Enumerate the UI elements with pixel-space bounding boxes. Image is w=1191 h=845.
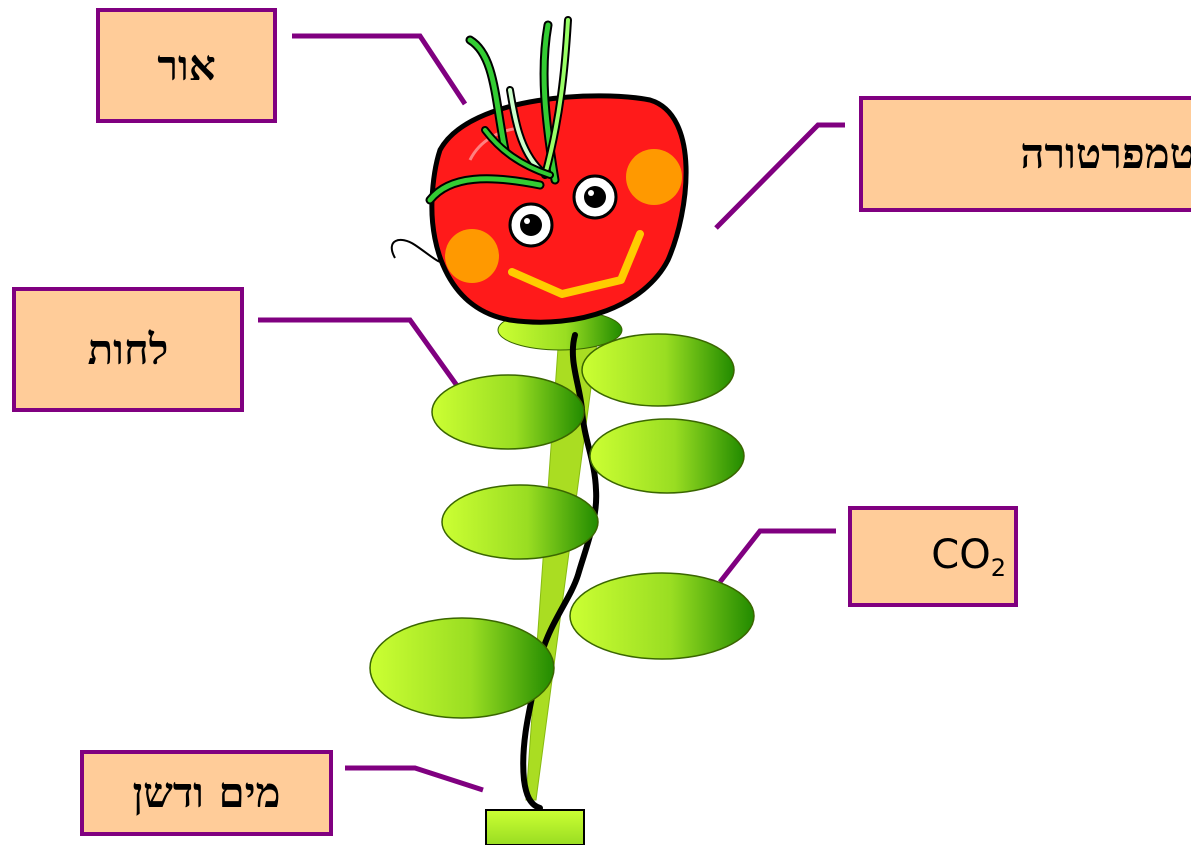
label-water-fertilizer-text: מים ודשן: [132, 768, 280, 818]
label-water-fertilizer: מים ודשן: [80, 750, 333, 836]
leaf-icon: [370, 618, 554, 718]
connector-temperature: [716, 125, 845, 228]
cheek-right: [626, 149, 682, 205]
label-light: אור: [96, 8, 277, 123]
leaf-icon: [582, 334, 734, 406]
pot-base-icon: [486, 810, 584, 845]
leaf-icon: [570, 573, 754, 659]
cheek-left: [445, 229, 499, 283]
leaf-icon: [590, 419, 744, 493]
connector-water: [345, 768, 483, 790]
label-co2: CO2: [848, 506, 1018, 607]
leaf-icon: [442, 485, 598, 559]
leaves: [370, 334, 754, 718]
label-co2-main: CO: [931, 532, 990, 578]
tomato-face-icon: [392, 20, 686, 322]
label-temperature: טמפרטורה: [859, 96, 1191, 212]
label-humidity: לחות: [12, 287, 244, 412]
label-light-text: אור: [157, 41, 215, 91]
connector-co2: [720, 531, 836, 582]
connector-light: [292, 36, 465, 104]
connector-humidity: [258, 320, 458, 387]
label-co2-text: CO2: [931, 532, 1006, 582]
label-humidity-text: לחות: [88, 325, 169, 375]
label-temperature-text: טמפרטורה: [1020, 129, 1191, 179]
label-co2-sub: 2: [991, 554, 1006, 582]
leaf-icon: [432, 375, 584, 449]
